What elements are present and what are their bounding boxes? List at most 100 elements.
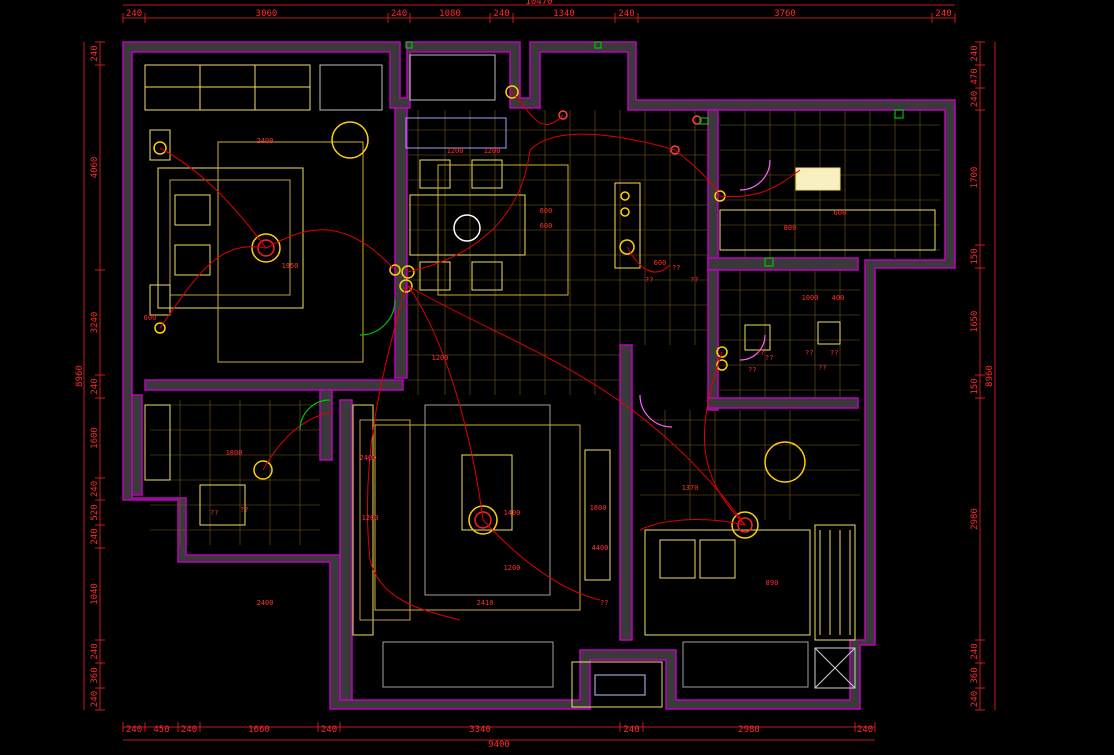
right-dim-label: 2980 bbox=[970, 508, 980, 530]
walls bbox=[122, 41, 956, 710]
switch-label: ?? bbox=[830, 349, 838, 357]
switch-icon bbox=[505, 85, 519, 99]
top-dim-label: 1080 bbox=[439, 9, 461, 19]
right-dim-label: 150 bbox=[970, 248, 980, 264]
ceiling-light-icon bbox=[474, 511, 492, 529]
living-zone bbox=[374, 424, 581, 611]
ceiling-light-icon bbox=[253, 460, 273, 480]
bottom-dim-label: 240 bbox=[126, 725, 142, 735]
bottom-dim-label: 240 bbox=[181, 725, 197, 735]
room-dimension-label: 1200 bbox=[447, 147, 464, 155]
right-dim-label: 360 bbox=[970, 667, 980, 683]
right-dim-total: 8960 bbox=[985, 365, 995, 387]
bed bbox=[644, 529, 811, 636]
right-dim-label: 240 bbox=[970, 691, 980, 707]
top-dim-label: 240 bbox=[935, 9, 951, 19]
ceiling-light-icon bbox=[737, 517, 753, 533]
sofa-back bbox=[359, 419, 411, 621]
right-dim-label: 240 bbox=[970, 91, 980, 107]
left-dim-label: 1600 bbox=[90, 427, 100, 449]
switch-label: ?? bbox=[672, 264, 680, 272]
coffee-table bbox=[461, 454, 513, 531]
left-dim-label: 240 bbox=[90, 528, 100, 544]
stove-top bbox=[409, 54, 496, 101]
left-dim-label: 3240 bbox=[90, 312, 100, 334]
switch-label: ?? bbox=[818, 364, 826, 372]
bed bbox=[157, 167, 304, 309]
door-swing bbox=[739, 334, 766, 361]
bottom-dim-label: 240 bbox=[623, 725, 639, 735]
ceiling-light-icon bbox=[731, 511, 759, 539]
left-dim-label: 240 bbox=[90, 378, 100, 394]
right-dim-label: 240 bbox=[970, 45, 980, 61]
room-dimension-label: 1200 bbox=[362, 514, 379, 522]
wall-interior bbox=[144, 379, 404, 391]
ceiling-light-icon bbox=[468, 505, 498, 535]
room-dimension-label: 600 bbox=[834, 209, 847, 217]
door-swing bbox=[639, 394, 673, 428]
switch-icon bbox=[389, 264, 401, 276]
bottom-dim-label: 240 bbox=[321, 725, 337, 735]
pillow bbox=[174, 244, 211, 276]
room-dimension-label: 2400 bbox=[360, 454, 377, 462]
left-dim-label: 4060 bbox=[90, 157, 100, 179]
balcony-planter bbox=[682, 641, 809, 688]
room-dimension-label: 400 bbox=[832, 294, 845, 302]
spot-light-icon bbox=[692, 115, 702, 125]
switch-label: ?? bbox=[690, 276, 698, 284]
left-dim-label: 240 bbox=[90, 691, 100, 707]
bottom-dim-label: 3340 bbox=[469, 725, 491, 735]
room-dimension-label: 600 bbox=[654, 259, 667, 267]
wall-interior bbox=[319, 389, 333, 461]
room-dimension-label: 1200 bbox=[484, 147, 501, 155]
washer-body bbox=[594, 674, 646, 696]
room-dimension-label: 800 bbox=[784, 224, 797, 232]
right-dim-label: 1700 bbox=[970, 167, 980, 189]
chandelier-icon bbox=[453, 214, 481, 242]
door-marker bbox=[699, 117, 709, 125]
pillow bbox=[699, 539, 736, 579]
switch-label: ?? bbox=[240, 506, 248, 514]
room-dimension-label: 600 bbox=[540, 222, 553, 230]
right-dim-label: 240 bbox=[970, 643, 980, 659]
washer bbox=[571, 661, 663, 708]
wall-interior bbox=[707, 397, 859, 409]
left-dim-label: 520 bbox=[90, 504, 100, 520]
switch-icon bbox=[399, 279, 413, 293]
switch-icon bbox=[401, 265, 415, 279]
door-marker bbox=[894, 109, 904, 119]
spot-light-icon bbox=[620, 207, 630, 217]
shower bbox=[817, 321, 841, 345]
left-dim-label: 1040 bbox=[90, 583, 100, 605]
room-dimension-label: 1200 bbox=[504, 564, 521, 572]
top-dim-label: 3760 bbox=[774, 9, 796, 19]
top-dim-total: 10470 bbox=[525, 0, 552, 7]
sofa bbox=[352, 404, 374, 636]
right-dim-label: 150 bbox=[970, 378, 980, 394]
stair bbox=[814, 647, 856, 689]
room-dimension-label: 1400 bbox=[504, 509, 521, 517]
chair bbox=[419, 159, 503, 291]
room-dimension-label: 1000 bbox=[802, 294, 819, 302]
right-dim-label: 1650 bbox=[970, 311, 980, 333]
ceiling-light-icon bbox=[251, 233, 281, 263]
wall-interior bbox=[131, 394, 143, 496]
electrical-wiring bbox=[159, 91, 801, 621]
switch-icon bbox=[716, 346, 728, 358]
left-dim-label: 240 bbox=[90, 45, 100, 61]
spot-light-icon bbox=[558, 110, 568, 120]
bottom-dim-total: 9400 bbox=[488, 740, 510, 750]
switch-icon bbox=[154, 322, 166, 334]
dining-table bbox=[409, 194, 526, 256]
left-dim-total: 8960 bbox=[75, 365, 85, 387]
wall-interior bbox=[619, 344, 633, 641]
wall-interior bbox=[707, 257, 859, 271]
door-swing bbox=[299, 399, 331, 431]
rug bbox=[424, 404, 551, 596]
room-dimension-label: 2400 bbox=[257, 137, 274, 145]
desk bbox=[319, 64, 383, 111]
switch-icon bbox=[153, 141, 167, 155]
room-dimension-label: 4400 bbox=[592, 544, 609, 552]
